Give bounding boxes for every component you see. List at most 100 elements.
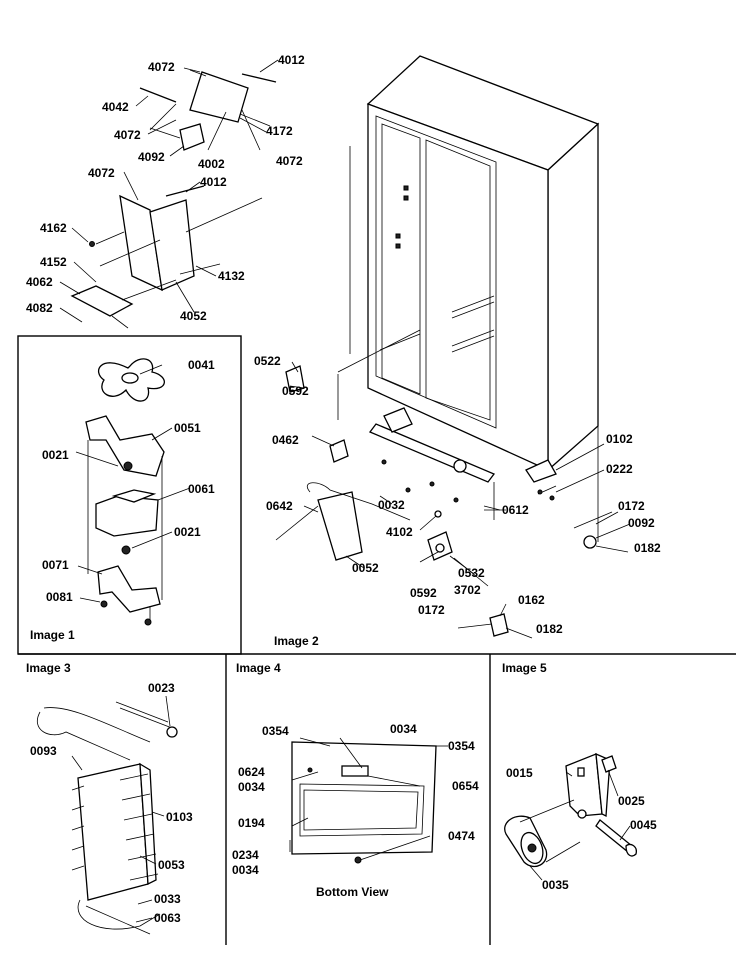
side-clip <box>329 439 349 463</box>
part-label: 4012 <box>200 175 227 189</box>
part-label: 4162 <box>40 221 67 235</box>
image4-bottom-view <box>289 737 448 864</box>
image4-labels: Image 4 0354 0034 0354 0624 0034 0654 01… <box>232 661 479 899</box>
part-label: 0023 <box>148 681 175 695</box>
bottom-view-title: Bottom View <box>316 885 389 899</box>
part-label: 0354 <box>262 724 289 738</box>
image3-labels: Image 3 0023 0093 0103 0053 0033 0063 <box>26 661 193 925</box>
upper-bracket <box>189 71 249 123</box>
part-label: 0612 <box>502 503 529 517</box>
lower-bracket <box>97 565 161 613</box>
leveler-foot <box>489 613 509 637</box>
part-label: 4062 <box>26 275 53 289</box>
part-label: 3702 <box>454 583 481 597</box>
panel-frames <box>17 335 736 945</box>
part-label: 4082 <box>26 301 53 315</box>
part-label: 0051 <box>174 421 201 435</box>
part-label: 0034 <box>390 722 417 736</box>
upper-tape-right <box>241 73 277 83</box>
part-label: 4052 <box>180 309 207 323</box>
part-label: 4072 <box>276 154 303 168</box>
part-label: 0033 <box>154 892 181 906</box>
leader-lines <box>59 59 631 923</box>
roller <box>453 459 467 473</box>
image2-caption: Image 2 <box>274 634 319 648</box>
part-label: 0532 <box>458 566 485 580</box>
part-label: 4002 <box>198 157 225 171</box>
part-label: 4092 <box>138 150 165 164</box>
part-label: 4172 <box>266 124 293 138</box>
part-label: 0061 <box>188 482 215 496</box>
image1-caption: Image 1 <box>30 628 75 642</box>
bottom-panel <box>291 741 437 855</box>
rear-roller <box>583 535 597 549</box>
roller-bracket <box>565 753 603 817</box>
part-label: 4102 <box>386 525 413 539</box>
image5-labels: Image 5 0015 0025 0045 0035 <box>502 661 657 892</box>
lower-tape <box>165 185 205 197</box>
upper-tape-left <box>139 87 177 103</box>
base-bracket-left <box>383 407 413 433</box>
bracket-clip <box>179 123 205 151</box>
part-label: 0194 <box>238 816 265 830</box>
part-label: 0592 <box>282 384 309 398</box>
part-label: 0172 <box>618 499 645 513</box>
evaporator-coils <box>71 773 159 881</box>
part-label: 0234 <box>232 848 259 862</box>
part-label: 4072 <box>114 128 141 142</box>
part-label: 0654 <box>452 779 479 793</box>
base-bracket-right <box>525 459 557 483</box>
part-label: 0071 <box>42 558 69 572</box>
fan-hub <box>121 372 139 384</box>
grommet-lower <box>121 545 131 555</box>
part-label: 0063 <box>154 911 181 925</box>
part-label: 4042 <box>102 100 129 114</box>
motor-bracket <box>85 415 165 477</box>
part-label: 0032 <box>378 498 405 512</box>
part-label: 0642 <box>266 499 293 513</box>
part-label: 0021 <box>42 448 69 462</box>
part-label: 0021 <box>174 525 201 539</box>
base-assembly <box>275 365 629 639</box>
drain-trough <box>70 285 134 317</box>
part-label: 0034 <box>238 780 265 794</box>
image5-roller-assembly <box>504 752 637 867</box>
part-label: 0052 <box>352 561 379 575</box>
image3-evaporator <box>37 701 178 935</box>
main-part-labels: 4072 4012 4042 4072 4172 4092 4002 4072 … <box>26 53 661 636</box>
image1-labels: 0041 0051 0021 0061 0021 0071 0081 Image… <box>30 358 319 648</box>
part-label: 0102 <box>606 432 633 446</box>
part-label: 4132 <box>218 269 245 283</box>
cabinet-side <box>547 122 599 472</box>
part-label: 4072 <box>88 166 115 180</box>
drain-pan <box>317 491 363 561</box>
part-label: 0045 <box>630 818 657 832</box>
part-label: 0592 <box>410 586 437 600</box>
part-label: 0162 <box>518 593 545 607</box>
image4-caption: Image 4 <box>236 661 281 675</box>
part-label: 0092 <box>628 516 655 530</box>
part-label: 0034 <box>232 863 259 877</box>
bottom-label <box>341 765 369 777</box>
part-label: 0025 <box>618 794 645 808</box>
part-label: 0522 <box>254 354 281 368</box>
mounting-plate-side <box>149 199 195 291</box>
part-label: 0172 <box>418 603 445 617</box>
part-label: 0222 <box>606 462 633 476</box>
part-label: 0015 <box>506 766 533 780</box>
part-label: 4012 <box>278 53 305 67</box>
image1-fan-assembly <box>85 358 165 626</box>
part-label: 0182 <box>634 541 661 555</box>
part-label: 0035 <box>542 878 569 892</box>
fan-motor <box>95 495 159 537</box>
part-label: 4072 <box>148 60 175 74</box>
part-label: 4152 <box>40 255 67 269</box>
refrigerator-cabinet <box>337 55 600 472</box>
part-label: 0053 <box>158 858 185 872</box>
part-label: 0103 <box>166 810 193 824</box>
defrost-terminal <box>166 726 178 738</box>
grommet-upper <box>123 461 133 471</box>
part-label: 0354 <box>448 739 475 753</box>
image3-caption: Image 3 <box>26 661 71 675</box>
